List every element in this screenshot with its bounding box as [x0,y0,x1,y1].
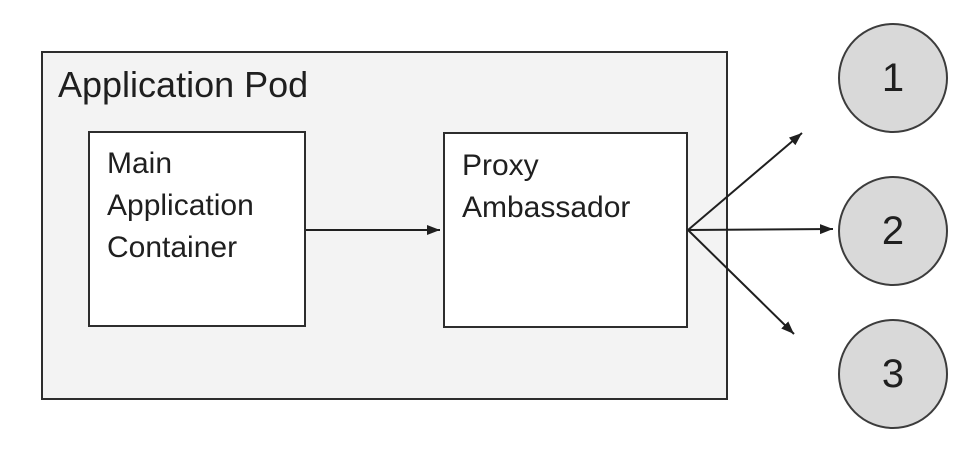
node-proxy-ambassador-label: Proxy Ambassador [462,149,631,224]
endpoint-circle-1: 1 [838,23,948,133]
endpoint-circle-3-label: 3 [881,351,905,396]
endpoint-circle-3: 3 [838,319,948,429]
node-proxy-ambassador: Proxy Ambassador [443,132,688,328]
node-main-application-container: Main Application Container [88,131,306,327]
endpoint-circle-2-label: 2 [881,208,905,253]
endpoint-circle-2: 2 [838,176,948,286]
application-pod-label: Application Pod [58,64,309,105]
node-main-application-container-label: Main Application Container [107,147,254,264]
endpoint-circle-1-label: 1 [881,55,905,100]
